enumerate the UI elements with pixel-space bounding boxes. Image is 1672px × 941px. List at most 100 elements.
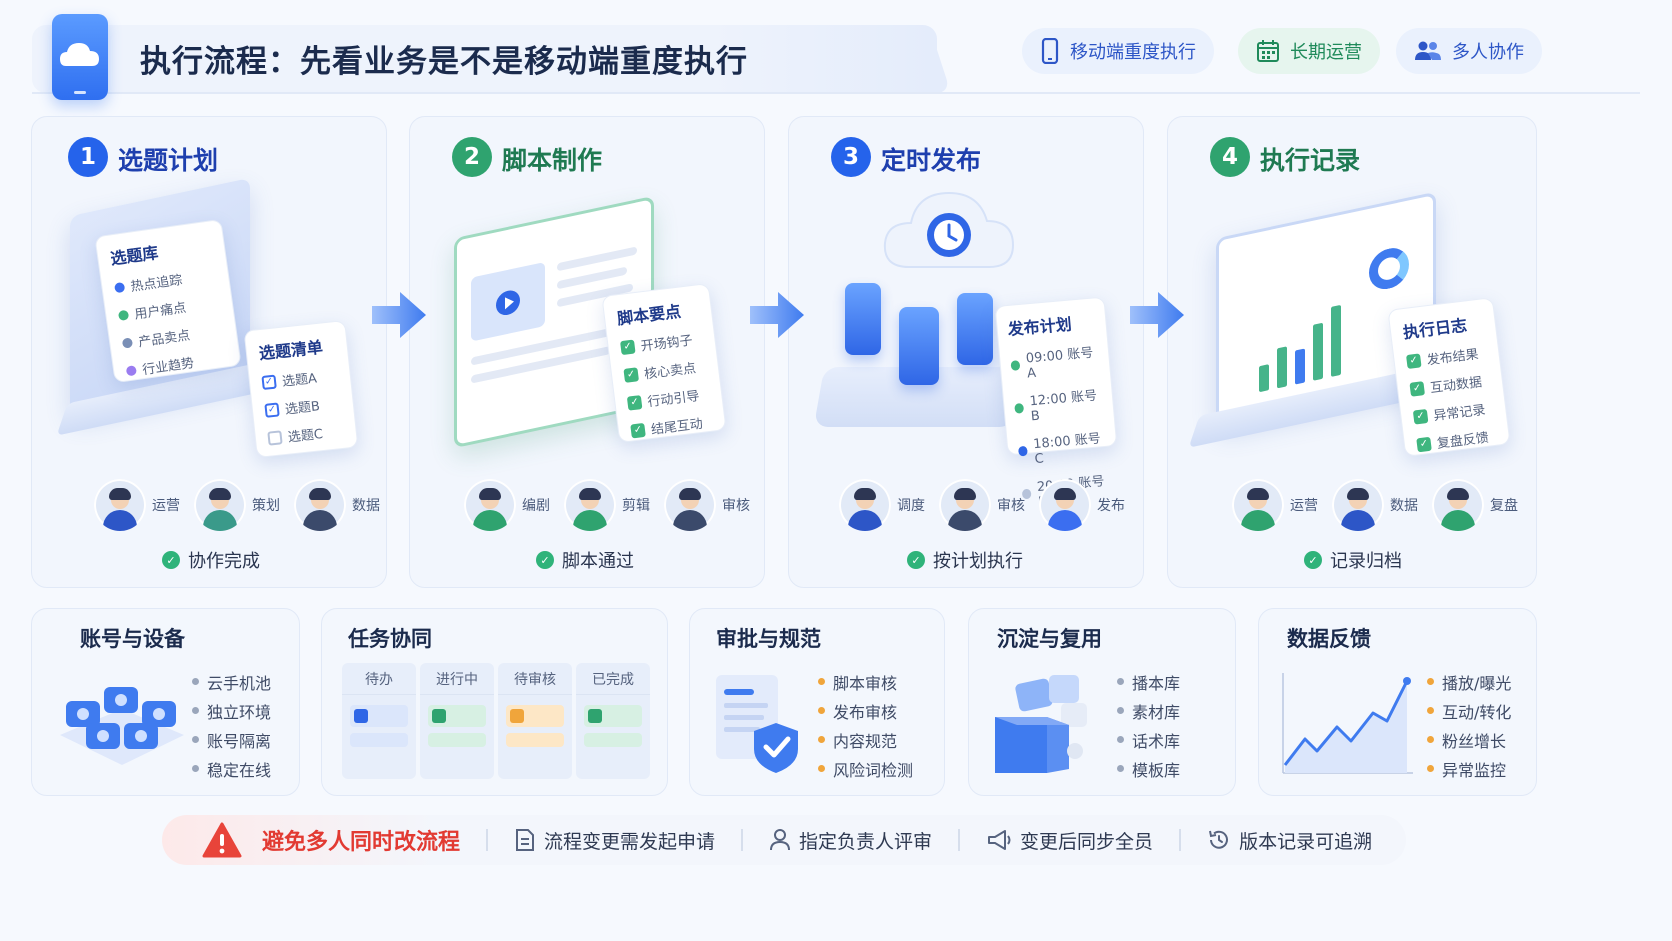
schedule-item: 09:00 账号A (1009, 341, 1100, 383)
divider (486, 829, 489, 851)
calendar-icon (1257, 40, 1279, 62)
panel-title: 脚本要点 (616, 301, 682, 329)
tag-mobile-heavy: 移动端重度执行 (1022, 28, 1214, 74)
kanban-column: 待审核 (498, 663, 572, 779)
list-item: 异常监控 (1427, 754, 1511, 783)
step-title: 选题计划 (118, 146, 219, 175)
card-reuse-library: 沉淀与复用 播本库 素材库 话术库 模板库 (968, 608, 1236, 796)
step-number-3: 3 (831, 137, 871, 177)
list-item: 云手机池 (192, 667, 271, 696)
role-avatar: 运营 (1232, 479, 1318, 531)
list-item: 脚本审核 (818, 667, 913, 696)
rule-item: 变更后同步全员 (986, 827, 1153, 854)
checklist-item: 选题C (267, 421, 345, 448)
list-item: 热点追踪 (113, 264, 217, 297)
feature-list: 脚本审核 发布审核 内容规范 风险词检测 (818, 667, 913, 783)
list-item: 账号隔离 (192, 725, 271, 754)
check-icon: ✓ (162, 551, 180, 569)
topic-checklist-panel: 选题清单 ✓选题A ✓选题B 选题C (243, 320, 359, 458)
role-avatar: 运营 (94, 479, 180, 531)
card-account-devices: 账号与设备 云手机池 独立环境 账号隔离 稳定在线 (31, 608, 300, 796)
checklist-item: ✓行动引导 (626, 384, 710, 413)
card-approval-norms: 审批与规范 脚本审核 发布审核 内容规范 风险词检测 (689, 608, 945, 796)
feature-list: 播放/曝光 互动/转化 粉丝增长 异常监控 (1427, 667, 1511, 783)
kanban-column-header: 进行中 (420, 663, 494, 695)
script-points-panel: 脚本要点 ✓开场钩子 ✓核心卖点 ✓行动引导 ✓结尾互动 (601, 282, 727, 444)
schedule-item: 18:00 账号C (1017, 427, 1108, 469)
divider (1179, 829, 1182, 851)
tag-long-term: 长期运营 (1238, 28, 1380, 74)
rule-item: 流程变更需发起申请 (514, 827, 715, 854)
checklist-item: ✓选题B (264, 393, 342, 420)
kanban-column: 待办 (342, 663, 416, 779)
execution-log-panel: 执行日志 ✓发布结果 ✓互动数据 ✓异常记录 ✓复盘反馈 (1387, 297, 1511, 457)
card-title: 账号与设备 (80, 627, 185, 651)
kanban-column-header: 已完成 (576, 663, 650, 695)
role-list: 调度 审核 发布 (839, 479, 1125, 531)
role-avatar: 复盘 (1432, 479, 1518, 531)
step-number-4: 4 (1210, 137, 1250, 177)
rule-item: 版本记录可追溯 (1207, 827, 1372, 854)
play-icon (496, 290, 520, 316)
step-status: ✓协作完成 (162, 547, 260, 573)
check-icon: ✓ (536, 551, 554, 569)
card-title: 任务协同 (348, 627, 432, 651)
role-avatar: 策划 (194, 479, 280, 531)
panel-title: 选题清单 (258, 337, 324, 364)
shield-document-icon (716, 675, 798, 773)
kanban-column: 进行中 (420, 663, 494, 779)
card-title: 数据反馈 (1287, 627, 1371, 651)
cloud-phone-icon (52, 14, 108, 100)
header-banner (32, 25, 937, 93)
trend-line-icon (1282, 673, 1413, 774)
arrow-right-icon (372, 292, 426, 338)
role-list: 编剧 剪辑 审核 (464, 479, 750, 531)
list-item: 发布审核 (818, 696, 913, 725)
divider (741, 829, 744, 851)
step-number-1: 1 (68, 137, 108, 177)
person-icon (770, 829, 791, 851)
panel-title: 发布计划 (1006, 314, 1073, 339)
phone-device-icon (845, 283, 881, 355)
role-avatar: 审核 (664, 479, 750, 531)
checklist-item: ✓异常记录 (1412, 398, 1494, 427)
step-status: ✓脚本通过 (536, 547, 634, 573)
card-data-feedback: 数据反馈 播放/曝光 互动/转化 粉丝增长 异常监控 (1258, 608, 1537, 796)
kanban-column-header: 待办 (342, 663, 416, 695)
checklist-item: ✓发布结果 (1405, 342, 1488, 371)
check-icon: ✓ (1304, 551, 1322, 569)
cloud-device-pool-icon (60, 687, 184, 765)
phone-device-icon (899, 307, 939, 385)
arrow-right-icon (1130, 292, 1184, 338)
feature-list: 播本库 素材库 话术库 模板库 (1117, 667, 1180, 783)
document-icon (516, 829, 535, 851)
step-card-scheduled-publish: 3 定时发布 发布计划 09:00 账号A 12:00 账号B 18:00 账号… (788, 116, 1144, 588)
list-item: 互动/转化 (1427, 696, 1511, 725)
checklist-item: ✓选题A (261, 365, 339, 392)
topic-library-panel: 选题库 热点追踪 用户痛点 产品卖点 行业趋势 (94, 218, 242, 384)
step-card-execution-record: 4 执行记录 执行日志 ✓发布结果 ✓互动数据 ✓异常记录 ✓复盘反馈 运营 数… (1167, 116, 1537, 588)
step-number-2: 2 (452, 137, 492, 177)
card-task-collaboration: 任务协同 待办 进行中 待审核 已完成 (321, 608, 668, 796)
rule-item: 指定负责人评审 (769, 827, 932, 854)
checklist-item: ✓互动数据 (1409, 370, 1491, 399)
role-avatar: 数据 (294, 479, 380, 531)
list-item: 用户痛点 (117, 292, 221, 325)
check-icon: ✓ (907, 551, 925, 569)
panel-title: 选题库 (109, 242, 160, 269)
list-item: 风险词检测 (818, 754, 913, 783)
card-title: 沉淀与复用 (997, 627, 1102, 651)
step-title: 脚本制作 (502, 146, 603, 175)
warning-bar: 避免多人同时改流程 流程变更需发起申请 指定负责人评审 变更后同步全员 版本记录… (162, 815, 1406, 865)
kanban-board: 待办 进行中 待审核 已完成 (342, 663, 650, 779)
browser-window-illustration (454, 195, 654, 449)
checklist-item: ✓核心卖点 (623, 356, 707, 385)
step-title: 执行记录 (1260, 146, 1361, 175)
step-card-script-making: 2 脚本制作 脚本要点 ✓开场钩子 ✓核心卖点 ✓行动引导 ✓结尾互动 编剧 剪… (409, 116, 765, 588)
role-avatar: 发布 (1039, 479, 1125, 531)
step-title: 定时发布 (881, 146, 982, 175)
megaphone-icon (988, 830, 1011, 850)
list-item: 粉丝增长 (1427, 725, 1511, 754)
kanban-column: 已完成 (576, 663, 650, 779)
list-item: 独立环境 (192, 696, 271, 725)
